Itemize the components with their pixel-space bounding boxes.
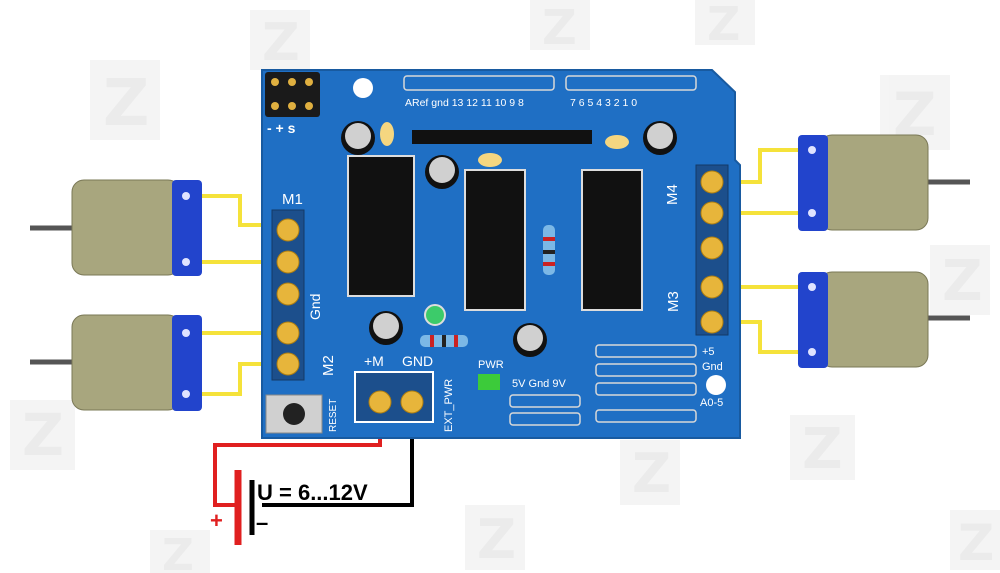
mounting-hole	[706, 375, 726, 395]
watermark-logo: Z	[477, 508, 516, 571]
gnd-right-label: Gnd	[702, 361, 723, 373]
m2-label: M2	[320, 355, 337, 376]
m1-label: M1	[282, 191, 303, 208]
driver-ics	[347, 155, 643, 311]
watermark-layer: Z Z Z Z Z Z Z Z Z Z Z Z	[10, 0, 1000, 573]
motor-3	[798, 134, 970, 231]
servo-header: - + s	[265, 72, 320, 136]
power-pins-label: 5V Gnd 9V	[512, 378, 566, 390]
gnd-label: Gnd	[307, 294, 323, 320]
pwr-label: PWR	[478, 359, 504, 371]
reset-label: RESET	[328, 399, 339, 432]
watermark-logo: Z	[262, 13, 300, 73]
terminal-block-right	[695, 164, 729, 336]
m3-label: M3	[665, 291, 682, 312]
minus-sign: –	[256, 510, 268, 535]
motor-2	[30, 314, 202, 411]
watermark-logo: Z	[707, 0, 740, 51]
m4-label: M4	[664, 184, 681, 205]
reset-button[interactable]	[265, 394, 323, 434]
pwr-jumper[interactable]	[478, 374, 500, 390]
plus-m-label: +M	[364, 353, 384, 369]
watermark-logo: Z	[22, 401, 64, 469]
motor-1	[30, 179, 202, 276]
watermark-logo: Z	[103, 67, 149, 141]
watermark-logo: Z	[958, 514, 994, 572]
resistors	[420, 225, 555, 347]
ext-pwr-label: EXT_PWR	[443, 379, 455, 432]
watermark-logo: Z	[542, 0, 577, 56]
power-terminal	[354, 371, 434, 423]
servo-header-label: - + s	[267, 120, 296, 136]
watermark-logo: Z	[162, 530, 194, 573]
watermark-logo: Z	[942, 249, 983, 314]
digital-pin-labels-high: ARef gnd 13 12 11 10 9 8	[405, 97, 524, 109]
voltage-label: U = 6...12V	[257, 480, 368, 505]
power-wires	[213, 425, 414, 545]
plus5-label: +5	[702, 346, 715, 358]
gnd-terminal-label: GND	[402, 353, 433, 369]
capacitors	[341, 121, 677, 357]
analog-pin-headers	[509, 344, 697, 426]
analog-label: A0-5	[700, 397, 723, 409]
plus-sign: +	[210, 508, 223, 533]
motor-shield-board: - + s ARef gnd 13 12 11 10 9 8 7 6 5 4 3…	[261, 69, 741, 439]
digital-pin-labels-low: 7 6 5 4 3 2 1 0	[570, 97, 637, 109]
watermark-logo: Z	[802, 417, 843, 482]
digital-pin-header	[403, 75, 697, 91]
terminal-block-left	[271, 209, 305, 381]
mounting-hole	[353, 78, 373, 98]
watermark-logo: Z	[632, 442, 671, 505]
power-led	[424, 304, 446, 326]
motor-4	[798, 271, 970, 368]
shift-register-header	[412, 130, 592, 144]
